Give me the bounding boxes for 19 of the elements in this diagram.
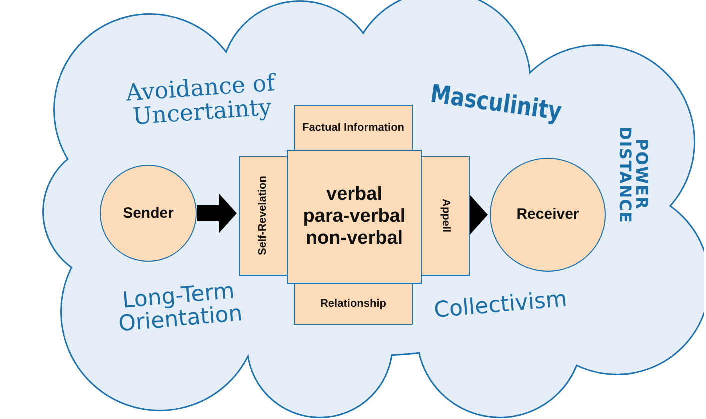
- block-arrow: [470, 195, 488, 235]
- message-side-box: [294, 283, 413, 325]
- message-side-box: [421, 156, 470, 276]
- node-text: Relationship: [320, 298, 386, 310]
- dimension-label: Avoidance of Uncertainty: [125, 72, 278, 130]
- message-side-box: [239, 156, 288, 276]
- node-text: Appell: [439, 199, 452, 233]
- node-text: Receiver: [516, 206, 580, 224]
- dimension-label: Masculinity: [428, 80, 565, 127]
- block-arrow: [197, 194, 237, 234]
- message-box: [287, 150, 422, 284]
- dimension-label: Collectivism: [432, 288, 570, 323]
- dimension-label: POWER DISTANCE: [616, 126, 650, 226]
- node-text: Self-Revelation: [257, 176, 270, 256]
- node-text: Factual Information: [302, 122, 405, 134]
- node-text: verbal para-verbal non-verbal: [302, 184, 407, 250]
- dimension-label: Long-Term Orientation: [116, 278, 245, 338]
- node-text: Sender: [123, 204, 174, 222]
- message-side-box: [294, 105, 413, 151]
